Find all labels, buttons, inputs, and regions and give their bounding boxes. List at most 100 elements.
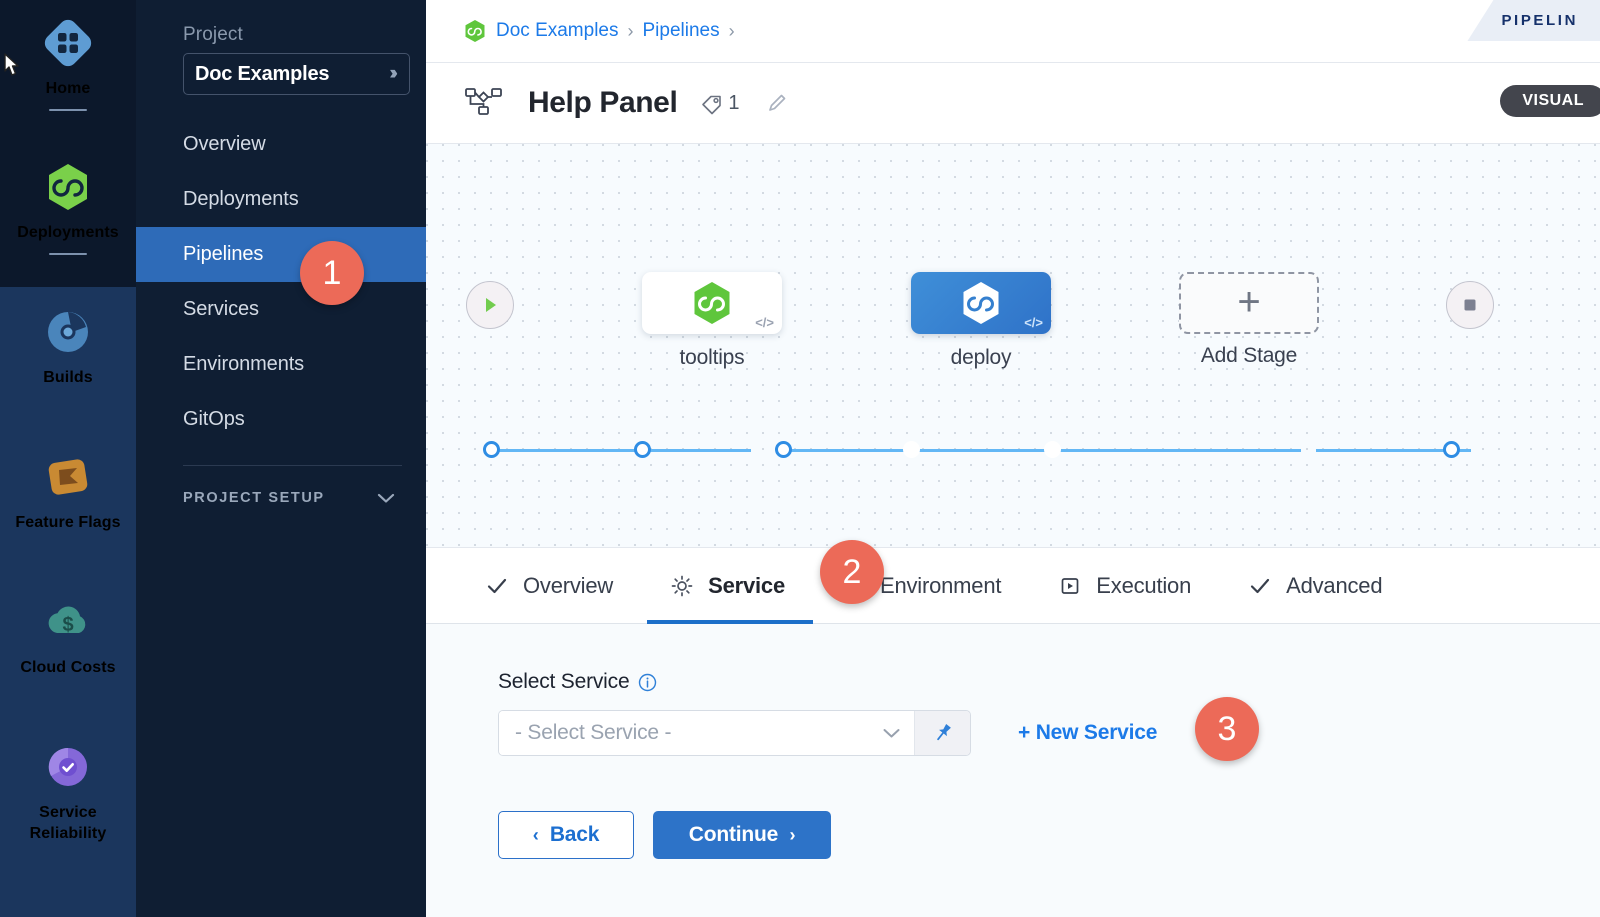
harness-cd-hexagon-icon bbox=[963, 282, 999, 324]
stage-input-port bbox=[634, 441, 651, 458]
chevron-left-icon: ‹ bbox=[532, 824, 539, 845]
check-icon bbox=[1247, 573, 1273, 599]
pipeline-start-node[interactable] bbox=[466, 281, 514, 329]
add-stage-node[interactable]: + Add Stage bbox=[1179, 272, 1319, 367]
sidebar-item-gitops[interactable]: GitOps bbox=[136, 392, 426, 447]
back-button[interactable]: ‹ Back bbox=[498, 811, 634, 859]
annotation-badge-number: 2 bbox=[842, 552, 862, 591]
continue-button[interactable]: Continue › bbox=[653, 811, 831, 859]
connector-line bbox=[1051, 449, 1301, 452]
mode-toggle-label: VISUAL bbox=[1522, 92, 1584, 109]
deployments-hexagon-icon bbox=[49, 164, 87, 210]
annotation-badge-number: 1 bbox=[322, 253, 342, 292]
project-sidebar: Project Doc Examples ›› Overview Deploym… bbox=[136, 0, 426, 917]
tab-advanced[interactable]: Advanced bbox=[1247, 548, 1383, 624]
rail-item-label: Deployments bbox=[17, 224, 119, 241]
select-service-label: Select Service bbox=[498, 670, 1600, 694]
chevron-down-icon bbox=[377, 493, 395, 503]
tab-execution[interactable]: Execution bbox=[1057, 548, 1191, 624]
plus-icon: + bbox=[1237, 279, 1261, 324]
sidebar-item-label: Overview bbox=[183, 133, 266, 155]
module-rail-bottom-section bbox=[0, 287, 136, 917]
select-service-row: - Select Service - bbox=[498, 710, 1600, 756]
rail-active-underline bbox=[49, 109, 87, 111]
sidebar-item-pipelines[interactable]: Pipelines bbox=[136, 227, 426, 282]
rail-item-label: Home bbox=[45, 80, 91, 97]
add-stage-label: Add Stage bbox=[1200, 344, 1298, 367]
page-title-bar: Help Panel 1 VISUAL bbox=[426, 62, 1600, 144]
rail-item-home[interactable]: Home bbox=[0, 16, 136, 111]
tab-label: Service bbox=[708, 572, 785, 598]
builds-icon bbox=[48, 312, 88, 352]
feature-flags-icon bbox=[48, 459, 88, 495]
rail-item-deployments[interactable]: Deployments bbox=[0, 160, 136, 255]
sidebar-section-label: Project bbox=[183, 24, 243, 45]
pipeline-stage-tooltips[interactable]: </> tooltips bbox=[642, 272, 782, 369]
breadcrumb-item-doc-examples[interactable]: Doc Examples bbox=[496, 20, 619, 41]
stage-code-badge: </> bbox=[755, 315, 774, 330]
tab-overview[interactable]: Overview bbox=[484, 548, 613, 624]
pipeline-graph-icon bbox=[465, 88, 502, 115]
sidebar-project-setup-label: PROJECT SETUP bbox=[183, 490, 325, 506]
rail-active-underline bbox=[49, 253, 87, 255]
breadcrumb: Doc Examples › Pipelines › bbox=[426, 0, 1600, 62]
tag-count: 1 bbox=[728, 91, 740, 114]
select-service-label-text: Select Service bbox=[498, 670, 630, 693]
sidebar-item-label: Deployments bbox=[183, 188, 299, 210]
rail-item-label: Builds bbox=[43, 369, 93, 386]
sidebar-project-setup[interactable]: PROJECT SETUP bbox=[136, 466, 426, 506]
breadcrumb-item-pipelines[interactable]: Pipelines bbox=[642, 20, 720, 41]
rail-item-service-reliability[interactable]: Service Reliability bbox=[0, 740, 136, 844]
pipeline-end-node[interactable] bbox=[1446, 281, 1494, 329]
service-reliability-icon bbox=[48, 747, 87, 786]
page-title: Help Panel bbox=[528, 86, 678, 119]
annotation-badge-3: 3 bbox=[1195, 697, 1259, 761]
stage-label: tooltips bbox=[679, 346, 745, 369]
sidebar-item-label: Services bbox=[183, 298, 259, 320]
svg-text:$: $ bbox=[62, 614, 73, 636]
mouse-cursor-pointer bbox=[4, 53, 19, 76]
stop-square-icon bbox=[1464, 299, 1476, 311]
tag-indicator[interactable]: 1 bbox=[699, 91, 740, 116]
pipeline-stage-deploy[interactable]: </> deploy bbox=[911, 272, 1051, 369]
sidebar-item-label: Environments bbox=[183, 353, 305, 375]
pencil-edit-icon[interactable] bbox=[766, 92, 788, 114]
pipeline-studio-ribbon: PIPELIN bbox=[1467, 0, 1600, 41]
info-circle-icon[interactable] bbox=[638, 673, 657, 692]
rail-item-label: Feature Flags bbox=[15, 514, 121, 531]
select-service-input[interactable]: - Select Service - bbox=[499, 711, 914, 755]
pin-service-button[interactable] bbox=[914, 711, 970, 755]
check-icon bbox=[484, 573, 510, 599]
connector-line bbox=[486, 449, 751, 452]
select-service-value: - Select Service - bbox=[515, 721, 672, 744]
sidebar-item-environments[interactable]: Environments bbox=[136, 337, 426, 392]
rail-item-builds[interactable]: Builds bbox=[0, 305, 136, 388]
stage-input-port bbox=[903, 441, 920, 458]
breadcrumb-separator: › bbox=[728, 20, 735, 41]
tab-service[interactable]: Service bbox=[647, 548, 813, 624]
tab-label: Advanced bbox=[1286, 572, 1383, 598]
back-button-label: Back bbox=[549, 823, 600, 846]
module-rail: Home Deployments Builds bbox=[0, 0, 136, 917]
select-service-control[interactable]: - Select Service - bbox=[498, 710, 971, 756]
annotation-badge-1: 1 bbox=[300, 241, 364, 305]
rail-item-cloud-costs[interactable]: $ Cloud Costs bbox=[0, 595, 136, 678]
rail-item-feature-flags[interactable]: Feature Flags bbox=[0, 450, 136, 533]
sidebar-item-label: GitOps bbox=[183, 408, 245, 430]
sidebar-item-deployments[interactable]: Deployments bbox=[136, 172, 426, 227]
pipeline-canvas[interactable]: </> tooltips </> deploy bbox=[426, 144, 1600, 548]
end-node-port bbox=[1443, 441, 1460, 458]
sidebar-item-services[interactable]: Services bbox=[136, 282, 426, 337]
project-selector[interactable]: Doc Examples ›› bbox=[183, 53, 410, 95]
mode-toggle-visual[interactable]: VISUAL bbox=[1500, 85, 1600, 117]
connector-line bbox=[1316, 449, 1471, 452]
start-node-port bbox=[483, 441, 500, 458]
project-selector-name: Doc Examples bbox=[195, 62, 330, 85]
sidebar-item-overview[interactable]: Overview bbox=[136, 117, 426, 172]
main-content: PIPELIN Doc Examples › Pipelines › Help … bbox=[426, 0, 1600, 917]
stage-config-tabs: Overview Service bbox=[426, 548, 1600, 624]
tab-label: Environment bbox=[879, 572, 1002, 598]
new-service-link[interactable]: + New Service bbox=[1018, 721, 1158, 744]
chevron-down-icon bbox=[883, 729, 900, 738]
